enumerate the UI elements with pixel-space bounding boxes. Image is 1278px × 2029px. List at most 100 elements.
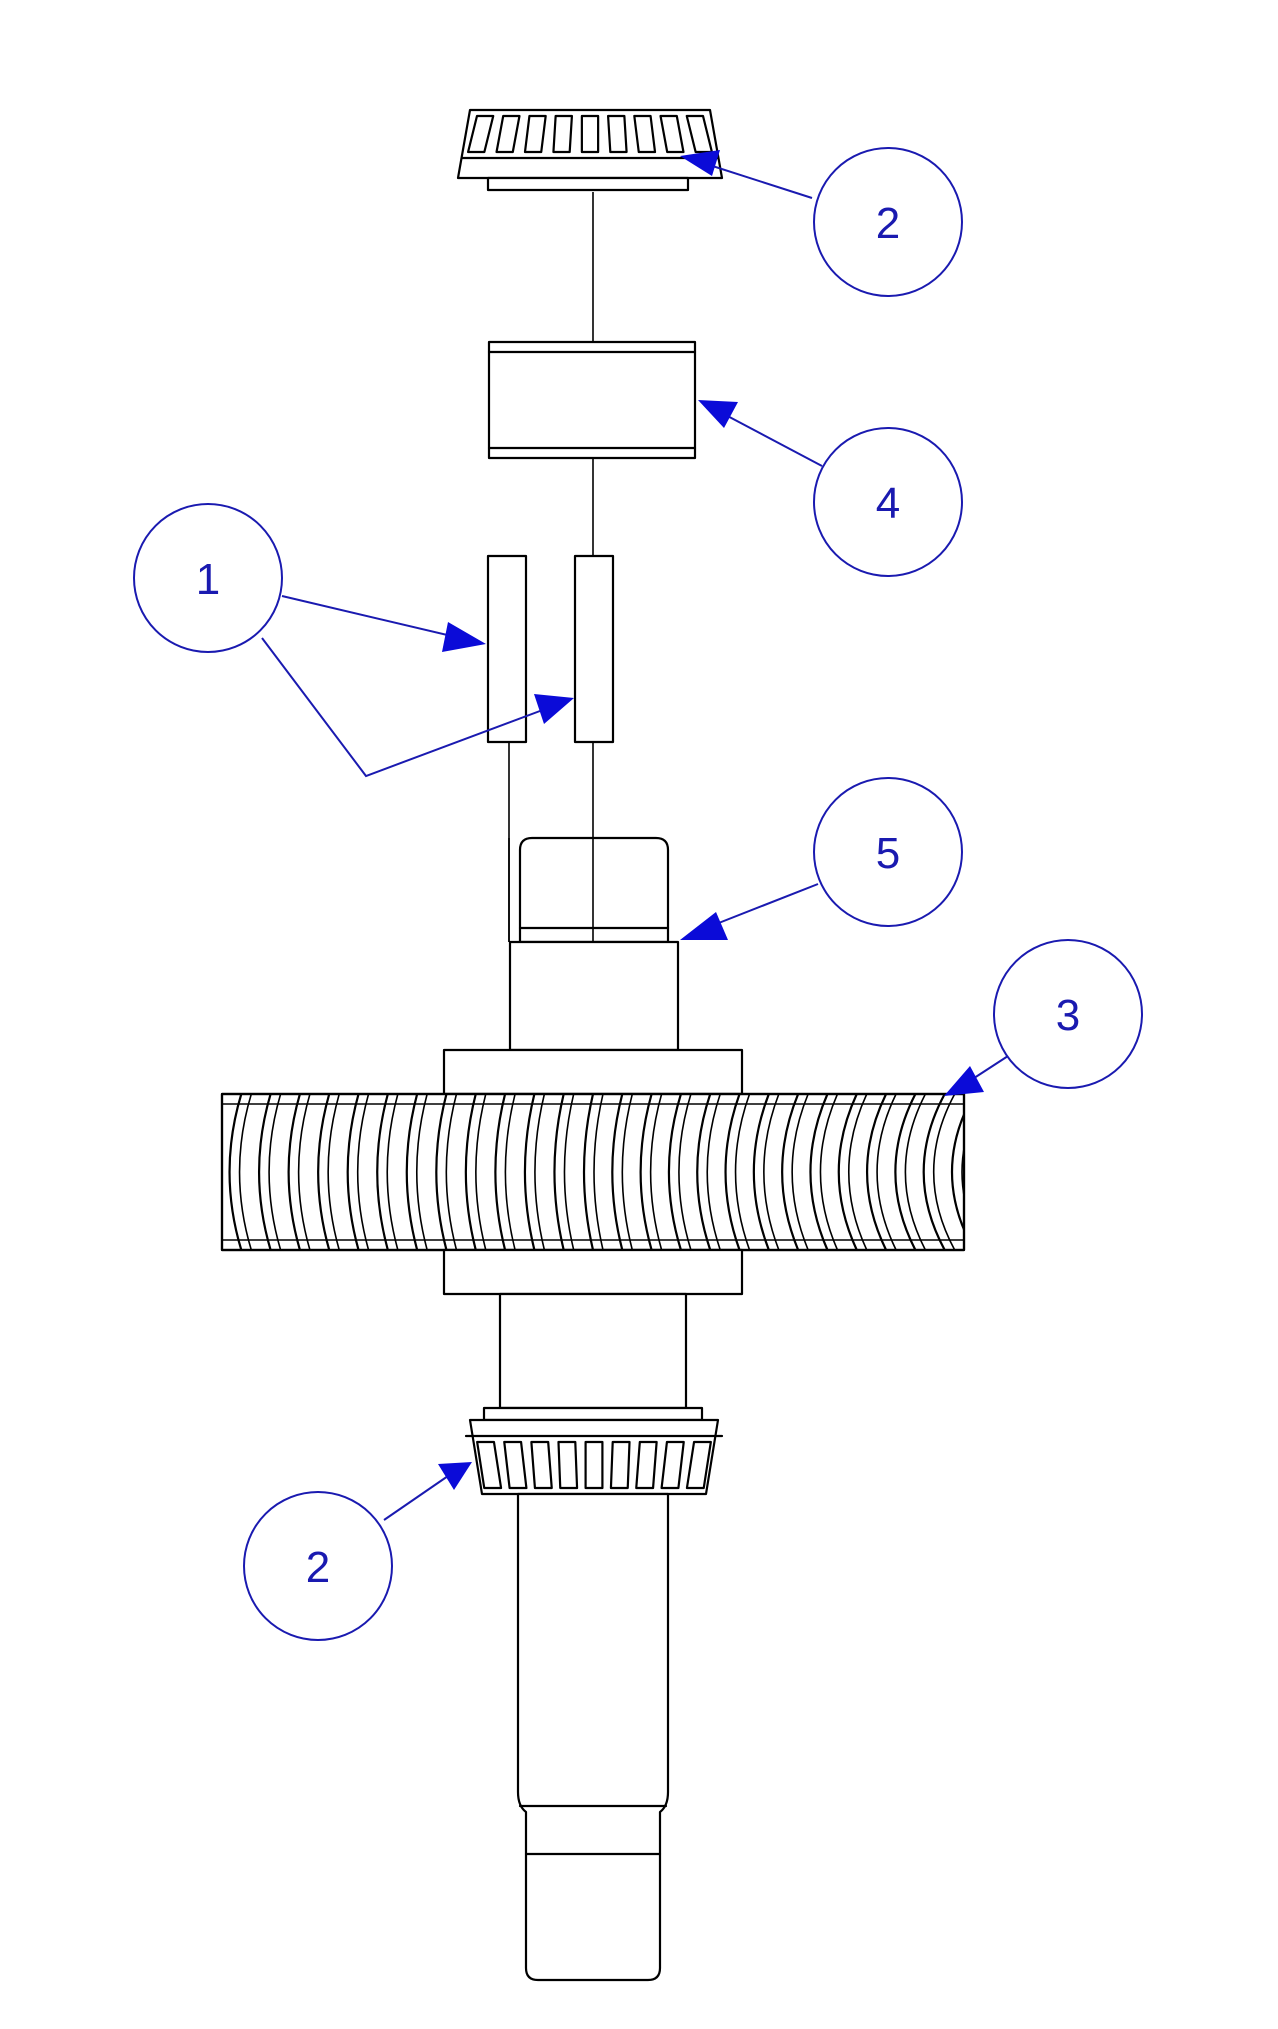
gear-tooth-edge [621,1094,634,1250]
gear-tooth-edge [950,1111,964,1233]
gear-tooth-edge [297,1094,311,1250]
bearing-roller [580,114,600,154]
gear-tooth-edge [837,1094,858,1250]
gear-tooth-edge [504,1094,516,1250]
gear-tooth-edge [376,1094,389,1250]
balloon-3-circle [993,939,1143,1089]
gear-tooth-edge [287,1094,302,1250]
balloon-1: 1 [133,503,574,778]
balloon-2-bottom-circle [243,1491,393,1641]
gear-tooth-edge [523,1094,536,1250]
bearing-roller [476,1440,503,1490]
gear-tooth-edge [386,1094,399,1250]
gear-tooth-edge [405,1094,419,1250]
gear-tooth-edge [724,1094,741,1250]
gear-tooth-edge [563,1094,575,1250]
key-left [486,554,528,744]
hub-upper [442,1048,744,1096]
bearing-roller [530,1440,553,1490]
balloon-5: 5 [680,777,963,940]
bearing-roller [557,1440,579,1490]
balloon-4: 4 [698,400,963,577]
gear-tooth-edge [435,1094,448,1250]
gear-tooth-edge [222,1094,223,1250]
bearing-roller [552,114,574,154]
shaft-upper [442,836,744,1096]
balloon-2-top-label: 2 [876,199,900,248]
gear-tooth-edge [904,1094,927,1250]
balloon-2-top-circle [813,147,963,297]
gear-tooth-edge [238,1094,253,1250]
gear-tooth-edge [734,1094,751,1250]
gear-tooth-edge [327,1094,341,1250]
bearing-roller [584,1440,604,1490]
balloon-5-circle [813,777,963,927]
gear-tooth-edge [416,1094,428,1250]
balloon-4-label: 4 [876,479,900,528]
balloon-3: 3 [944,939,1143,1096]
bearing-roller [503,1440,528,1490]
gear-tooth-edge [763,1094,780,1250]
gear-tooth-edge [593,1094,604,1250]
gear-tooth-edge [932,1094,956,1250]
hub-lower [442,1248,744,1296]
gear-tooth-edge [445,1094,458,1250]
keys [486,554,615,942]
bearing-roller [660,1440,685,1490]
key-right [573,554,615,744]
gear-tooth-edge [961,1144,964,1200]
gear-tooth-edge [752,1094,770,1250]
bearing-roller [633,114,657,154]
gear-tooth-edge [696,1094,712,1250]
gear-tooth-edge [534,1094,546,1250]
balloon-4-circle [813,427,963,577]
gear-tooth-edge [553,1094,565,1250]
balloon-1-label: 1 [196,555,220,604]
gear-tooth-edge [228,1094,243,1250]
worm-gear [220,1092,966,1252]
balloon-3-label: 3 [1056,991,1080,1040]
balloon-1-circle [133,503,283,653]
gear-tooth-edge [791,1094,809,1250]
gear-tooth-edge [866,1094,888,1250]
gear-tooth-edge [819,1094,839,1250]
gear-tooth-edge [848,1094,868,1250]
top-tapered-roller-bearing [456,108,724,192]
gear-tooth-edge [922,1094,946,1250]
gear-tooth-edge [464,1094,477,1250]
gear-tooth-edge [356,1094,370,1250]
bottom-tapered-roller-bearing [464,1406,724,1496]
gear-tooth-edge [258,1094,272,1250]
gear-tooth-edge [611,1094,624,1250]
balloon-2-top: 2 [680,147,963,297]
bearing-roller [609,1440,631,1490]
shaft-lower [442,1248,744,1410]
gear-tooth-edge [268,1094,282,1250]
bearing-roller [523,114,547,154]
balloon-2-bottom-label: 2 [306,1543,330,1592]
gear-tooth-edge [582,1094,595,1250]
gear-tooth-edge [494,1094,507,1250]
bearing-roller [466,114,495,154]
shaft-end [516,1492,670,1982]
gear-tooth-edge [781,1094,800,1250]
gear-tooth-edge [678,1094,692,1250]
bearing-roller [495,114,521,154]
bearing-roller [606,114,628,154]
gear-tooth-edge [649,1094,663,1250]
gear-tooth-edge [639,1094,653,1250]
bearing-roller [635,1440,658,1490]
shaft-shoulder [508,940,680,1052]
bearing-roller [659,114,685,154]
gear-tooth-edge [876,1094,897,1250]
gear-tooth-edge [346,1094,360,1250]
gear-tooth-edge [809,1094,829,1250]
balloon-2-bottom: 2 [243,1462,472,1641]
balloon-5-label: 5 [876,829,900,878]
gear-tooth-edge [706,1094,721,1250]
gear-tooth-edge [894,1094,917,1250]
gear-tooth-edge [475,1094,487,1250]
gear-tooth-edge [667,1094,683,1250]
gear-tooth-edge [317,1094,331,1250]
